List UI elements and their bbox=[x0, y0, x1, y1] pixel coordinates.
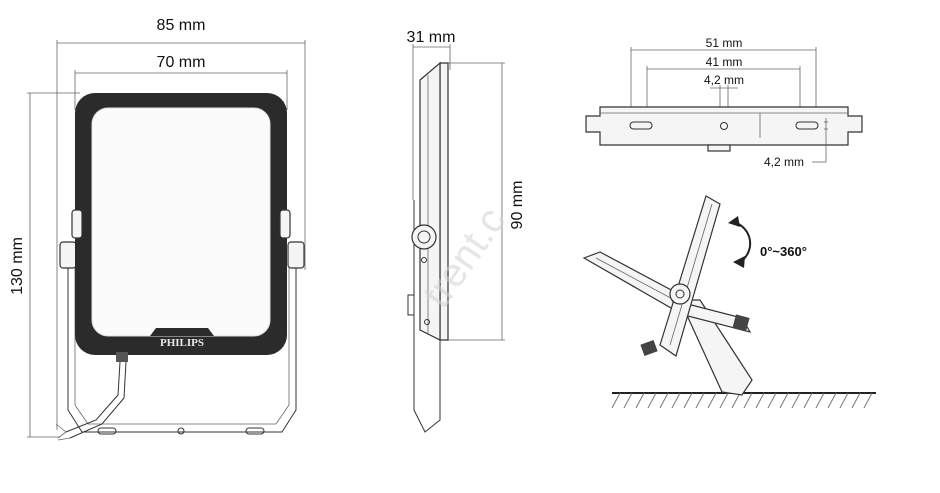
bracket-slot-a bbox=[629, 121, 653, 130]
cable-gland bbox=[116, 352, 128, 362]
side-bracket bbox=[413, 200, 441, 433]
side-pivot-knob bbox=[411, 224, 437, 250]
lamp-position-up bbox=[659, 195, 721, 357]
rotation-bracket-leg bbox=[679, 299, 753, 396]
bracket-frame bbox=[67, 250, 297, 433]
bracket-center-hole bbox=[720, 122, 728, 130]
dim-label-41: 41 mm bbox=[706, 55, 743, 69]
brand-logo: PHILIPS bbox=[160, 337, 204, 349]
dim-label-4-2-side: 4,2 mm bbox=[764, 155, 804, 169]
lamp-up-gland bbox=[640, 339, 658, 357]
left-knob bbox=[59, 241, 77, 269]
dim-label-31: 31 mm bbox=[407, 29, 456, 46]
bracket-hole-center bbox=[177, 427, 185, 435]
bracket-body bbox=[585, 106, 863, 146]
rotation-view: 0°~360° bbox=[582, 195, 876, 409]
ground-hatching bbox=[611, 392, 873, 409]
rotation-arrow-arc bbox=[732, 221, 752, 263]
lamp-flat-lens bbox=[595, 257, 681, 304]
housing-tab-left bbox=[71, 209, 83, 239]
dim-label-70: 70 mm bbox=[157, 54, 206, 71]
right-knob bbox=[287, 241, 305, 269]
cable-1 bbox=[65, 361, 121, 433]
rotation-label: 0°~360° bbox=[760, 244, 807, 259]
dim-label-130: 130 mm bbox=[9, 237, 26, 295]
bracket-clip bbox=[707, 144, 731, 152]
rotation-arrow-head bbox=[733, 256, 745, 268]
bracket-slot-b bbox=[795, 121, 819, 130]
cable-wires bbox=[55, 423, 71, 441]
side-hole-2 bbox=[424, 319, 430, 325]
rotation-pivot-inner bbox=[675, 289, 685, 299]
bracket-frame-inner bbox=[74, 250, 290, 425]
dim-label-85: 85 mm bbox=[157, 17, 206, 34]
front-view: 85 mm 70 mm 130 mm PHILIPS bbox=[9, 17, 306, 441]
cable-2 bbox=[69, 361, 127, 439]
housing-tab-right bbox=[279, 209, 291, 239]
bracket-slot-left bbox=[97, 427, 117, 435]
bracket-top-view: 51 mm 41 mm 4,2 mm 4,2 mm bbox=[585, 36, 863, 169]
rotation-pivot bbox=[669, 283, 691, 305]
rotation-arrow-tail bbox=[728, 216, 740, 227]
dim-label-90: 90 mm bbox=[509, 181, 526, 230]
lamp-down-gland bbox=[732, 314, 750, 332]
logo-tab bbox=[150, 328, 214, 336]
side-cable-entry bbox=[407, 294, 415, 316]
side-view: 31 mm 90 mm trent.c bbox=[407, 29, 526, 433]
lamp-up-lens bbox=[669, 203, 713, 346]
bracket-slot-right bbox=[245, 427, 265, 435]
dim-label-4-2-top: 4,2 mm bbox=[704, 73, 744, 87]
dim-label-51: 51 mm bbox=[706, 36, 743, 50]
lens-panel bbox=[91, 107, 271, 337]
side-hole bbox=[421, 257, 427, 263]
side-pivot-inner bbox=[417, 230, 431, 244]
